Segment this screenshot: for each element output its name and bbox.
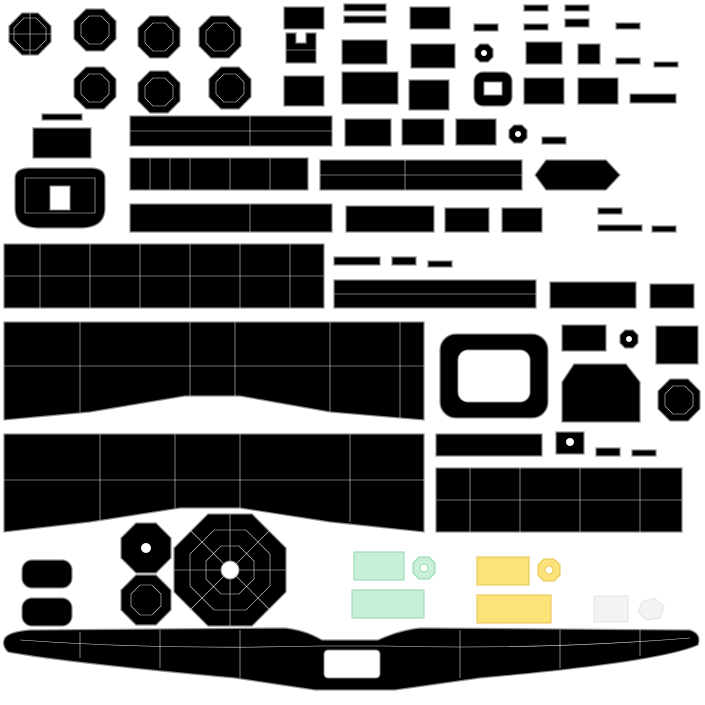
octagon-island-10 — [120, 574, 172, 626]
panel-island — [523, 77, 565, 105]
panel-island — [345, 205, 435, 233]
panel-island — [541, 136, 567, 145]
green-highlight-island — [353, 551, 405, 581]
panel-island — [597, 207, 623, 215]
rounded-pad-island — [21, 597, 73, 627]
panel-island — [523, 23, 549, 31]
octagon-island-9 — [120, 522, 172, 574]
panel-island — [597, 224, 643, 232]
green-nut-island — [412, 556, 436, 580]
panel-island — [564, 4, 590, 12]
panel-island — [523, 4, 549, 12]
panel-island — [41, 113, 83, 121]
green-highlight-island — [351, 589, 425, 619]
faded-island — [637, 597, 665, 621]
panel-island — [283, 75, 325, 107]
faded-island — [593, 595, 629, 623]
panel-island — [341, 71, 399, 105]
panel-island — [595, 447, 621, 457]
panel-island — [564, 18, 590, 28]
panel-island — [549, 281, 637, 309]
lens-island — [534, 159, 621, 191]
frame-island — [439, 333, 549, 419]
octagon-island-4 — [198, 15, 242, 59]
nut-island — [508, 124, 528, 144]
octagon-island-2 — [73, 8, 117, 52]
panel-island — [649, 283, 695, 309]
panel-island — [473, 23, 499, 32]
panel-island — [629, 93, 677, 104]
panel-island — [333, 256, 381, 266]
panel-island — [651, 225, 677, 233]
bracket-island — [555, 431, 585, 455]
large-panel-island — [435, 467, 683, 533]
rounded-frame-island — [473, 71, 513, 107]
panel-island — [561, 324, 607, 352]
panel-island — [409, 6, 451, 30]
panel-island — [653, 61, 679, 68]
panel-island — [631, 449, 657, 457]
panel-island — [501, 207, 543, 233]
panel-island — [577, 77, 619, 105]
panel-island — [615, 22, 641, 30]
long-strip-island — [333, 279, 537, 309]
panel-island — [391, 256, 417, 266]
panel-island — [343, 3, 387, 12]
radial-disc-island — [173, 513, 287, 627]
panel-island — [615, 57, 641, 65]
octagon-island-8 — [657, 378, 701, 422]
long-strip-island — [129, 203, 333, 233]
yellow-nut-island — [537, 558, 561, 582]
panel-island — [283, 6, 325, 30]
octagon-island-3 — [137, 15, 181, 59]
long-strip-island — [129, 115, 333, 147]
wing-panel-island — [3, 321, 425, 421]
octagon-island-6 — [137, 70, 181, 114]
panel-island — [401, 118, 445, 146]
wing-panel-island — [3, 433, 425, 533]
housing-island — [561, 363, 641, 423]
yellow-highlight-island — [476, 594, 552, 624]
long-strip-island — [129, 157, 309, 191]
panel-island — [344, 118, 392, 147]
panel-island — [408, 79, 450, 111]
rounded-pad-island — [21, 559, 73, 589]
nut-island — [474, 43, 494, 63]
panel-island — [435, 433, 543, 457]
panel-island — [655, 325, 699, 365]
bumper-island — [2, 627, 700, 691]
panel-island — [343, 15, 387, 24]
yellow-highlight-island — [476, 556, 530, 586]
long-strip-island — [319, 159, 523, 191]
frame-island — [14, 167, 106, 229]
octagon-island-1 — [8, 12, 52, 56]
panel-island — [410, 43, 456, 69]
bracket-island — [285, 32, 317, 64]
panel-island — [577, 43, 601, 65]
panel-island — [427, 260, 453, 268]
large-panel-island — [3, 243, 325, 309]
nut-island — [619, 329, 639, 349]
panel-island — [455, 118, 497, 146]
panel-island — [341, 39, 388, 65]
panel-island — [525, 41, 563, 65]
panel-island — [444, 207, 490, 233]
octagon-island-7 — [208, 66, 252, 110]
panel-island — [32, 127, 92, 159]
octagon-island-5 — [73, 66, 117, 110]
